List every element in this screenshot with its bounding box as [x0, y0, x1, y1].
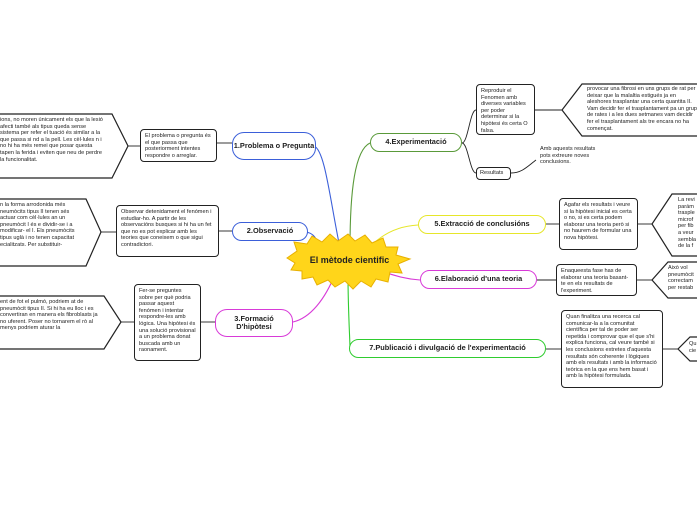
callout-text-c2: n la forma arrodonida més neumòcits tipu…: [0, 202, 82, 262]
branch-observacio-label: 2.Observació: [246, 226, 294, 236]
callout-shape-c3: [0, 295, 122, 350]
branch-publicacio[interactable]: 7.Publicació i divulgació de l'experimen…: [349, 339, 546, 358]
note-hipotesi-text: Fer-se preguntes sobre per què podria pa…: [139, 288, 196, 354]
note-hipotesi[interactable]: Fer-se preguntes sobre per què podria pa…: [134, 284, 201, 361]
callout-text-c5: La revi parám trasple microf per fib a v…: [678, 197, 697, 253]
callout-text-c5-content: La revi parám trasple microf per fib a v…: [678, 197, 697, 250]
callout-text-c3-content: ent de fot el pulmó, podriem at de pneum…: [0, 299, 98, 332]
callout-text-c1-content: ions, no moren únicament els que la lesi…: [0, 117, 103, 163]
note-publicacio-text: Quan finalitza una recerca cal comunicar…: [566, 314, 657, 380]
callout-shape-c5: [651, 193, 697, 257]
note-resultats-text: Resultats: [480, 170, 504, 176]
callout-text-c3: ent de fot el pulmó, podriem at de pneum…: [0, 299, 100, 346]
connector-n4b: [461, 142, 477, 174]
branch-publicacio-label: 7.Publicació i divulgació de l'experimen…: [369, 343, 526, 353]
connector-n4a: [461, 109, 477, 144]
callout-shape-c7: [677, 336, 697, 362]
branch-conclusions-label: 5.Extracció de conclusións: [434, 219, 530, 229]
connector-b4: [349, 142, 371, 249]
callout-text-c6-content: Això vol pneumòcit correctam per restab: [668, 265, 694, 291]
note-problema[interactable]: El problema o pregunta és el que passa q…: [140, 129, 217, 162]
branch-problema-label: 1.Problema o Pregunta: [233, 140, 315, 150]
branch-hipotesi-label: 3.Formació D'hipòtesi: [234, 313, 274, 331]
callout-text-c2-content: n la forma arrodonida més neumòcits tipu…: [0, 202, 75, 248]
note-conclusions-text: Agafar els resultats i veure si la hipòt…: [564, 202, 632, 241]
note-resultats-conclusions: Amb aquests resultats pots extreure nove…: [540, 146, 600, 176]
branch-hipotesi[interactable]: 3.Formació D'hipòtesi: [215, 309, 293, 337]
callout-shape-c1: [0, 113, 129, 179]
note-conclusions[interactable]: Agafar els resultats i veure si la hipòt…: [559, 198, 638, 250]
note-observacio[interactable]: Observar detenidament el fenómen i estud…: [116, 205, 219, 257]
note-teoria[interactable]: Enaqueesta fase has de elaborar una teor…: [556, 264, 637, 296]
callout-text-c7: Qu cie: [689, 341, 697, 358]
callout-shape-c2: [0, 198, 102, 267]
branch-conclusions[interactable]: 5.Extracció de conclusións: [418, 215, 546, 234]
branch-teoria[interactable]: 6.Elaboració d'una teoria: [420, 270, 537, 289]
note-resultats-conclusions-text: Amb aquests resultats pots extreure nove…: [540, 146, 596, 166]
callout-text-c6: Això vol pneumòcit correctam per restab: [668, 265, 697, 295]
branch-experimentacio-label: 4.Experimentació: [385, 137, 447, 147]
branch-problema[interactable]: 1.Problema o Pregunta: [232, 132, 316, 160]
branch-experimentacio[interactable]: 4.Experimentació: [370, 133, 462, 152]
note-teoria-text: Enaqueesta fase has de elaborar una teor…: [561, 268, 629, 294]
connector-b1: [313, 145, 341, 249]
note-observacio-text: Observar detenidament el fenómen i estud…: [121, 209, 212, 248]
note-problema-text: El problema o pregunta és el que passa q…: [145, 133, 211, 159]
callout-shape-c4: [561, 83, 697, 137]
note-resultats[interactable]: Resultats: [476, 167, 511, 180]
callout-text-c4-content: provocar una fibrosi en uns grups de rat…: [587, 86, 697, 132]
central-topic[interactable]: El mètode cientific: [292, 247, 407, 273]
branch-teoria-label: 6.Elaboració d'una teoria: [434, 274, 523, 284]
branch-observacio[interactable]: 2.Observació: [232, 222, 308, 241]
note-experimentacio[interactable]: Reproduir el Fenomen amb diverses variab…: [476, 84, 535, 135]
note-experimentacio-text: Reproduir el Fenomen amb diverses variab…: [481, 88, 528, 134]
note-publicacio[interactable]: Quan finalitza una recerca cal comunicar…: [561, 310, 663, 388]
callout-text-c4: provocar una fibrosi en uns grups de rat…: [587, 86, 697, 134]
connector-n4c: [510, 159, 537, 174]
central-topic-label: El mètode cientific: [309, 255, 390, 265]
callout-text-c1: ions, no moren únicament els que la lesi…: [0, 117, 106, 175]
central-starburst-shape: [286, 233, 412, 290]
callout-text-c7-content: Qu cie: [689, 341, 697, 354]
callout-shape-c6: [651, 261, 697, 299]
